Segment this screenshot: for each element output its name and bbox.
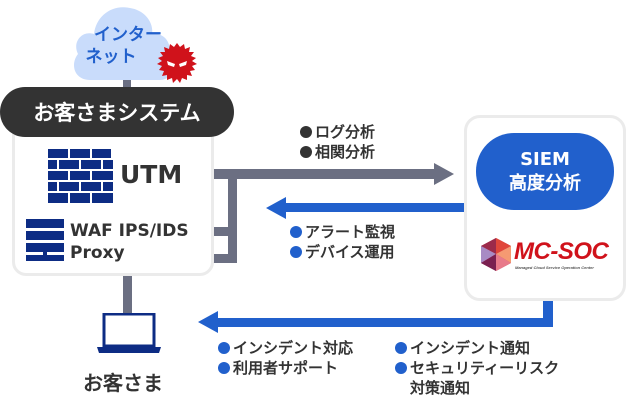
firewall-icon [48,149,113,203]
internet-cloud: インター ネット [68,2,188,82]
internet-label-line2: ネット [85,47,137,67]
list-item-continuation: 対策通知 [410,379,471,397]
to-customer-arrowhead [198,311,218,333]
mc-soc-subtext: Managed Cloud Service Operation Center [515,265,594,270]
alert-line [284,203,466,212]
waf-line [206,227,234,236]
mc-soc-hexagon-icon [481,238,511,271]
proxy-label: Proxy [70,243,125,263]
utm-line [194,169,436,179]
siem-pill: SIEM 高度分析 [476,133,614,210]
mc-soc-text: MC-SOC [514,238,609,265]
incident-line-horizontal [216,318,553,327]
bullet-icon [300,126,312,138]
bullet-icon [290,226,302,238]
customer-system-box [12,112,214,276]
bullet-icon [218,362,230,374]
utm-label: UTM [120,160,183,189]
list-item: セキュリティーリスク [395,358,559,378]
mc-soc-logo: MC-SOC Managed Cloud Service Operation C… [481,238,621,274]
waf-ips-ids-label: WAF IPS/IDS Proxy [70,220,189,264]
internet-label: インター ネット [68,24,188,68]
bullet-icon [395,362,407,374]
list-item: インシデント通知 [395,338,559,358]
incident-line-vertical [543,296,553,327]
list-item: アラート監視 [290,222,395,242]
virus-icon [157,43,197,83]
customer-label: お客さま [83,371,163,395]
server-icon [26,219,66,263]
to-system-arrowhead [266,197,286,219]
trunk-line [228,169,237,263]
waf-label: WAF IPS/IDS [70,221,189,241]
bullet-icon [218,342,230,354]
list-item: インシデント対応 [218,338,353,358]
laptop-icon [97,312,161,353]
to-customer-list-right: インシデント通知 セキュリティーリスク 対策通知 [395,338,559,398]
list-item: デバイス運用 [290,242,395,262]
internet-connector [123,80,131,90]
to-siem-arrowhead [434,163,454,185]
internet-label-line1: インター [94,25,162,45]
siem-label: SIEM [520,148,570,170]
bullet-icon [300,146,312,158]
siem-analysis-label: 高度分析 [509,172,581,194]
list-item: 利用者サポート [218,358,353,378]
bullet-icon [395,342,407,354]
from-siem-list: アラート監視 デバイス運用 [290,222,395,262]
customer-system-title: お客さまシステム [0,87,234,137]
list-item: ログ分析 [300,122,375,142]
to-customer-list-left: インシデント対応 利用者サポート [218,338,353,378]
to-siem-list: ログ分析 相関分析 [300,122,375,162]
bullet-icon [290,246,302,258]
list-item: 相関分析 [300,142,375,162]
cloud-icon [74,7,173,80]
customer-connector [123,272,132,314]
